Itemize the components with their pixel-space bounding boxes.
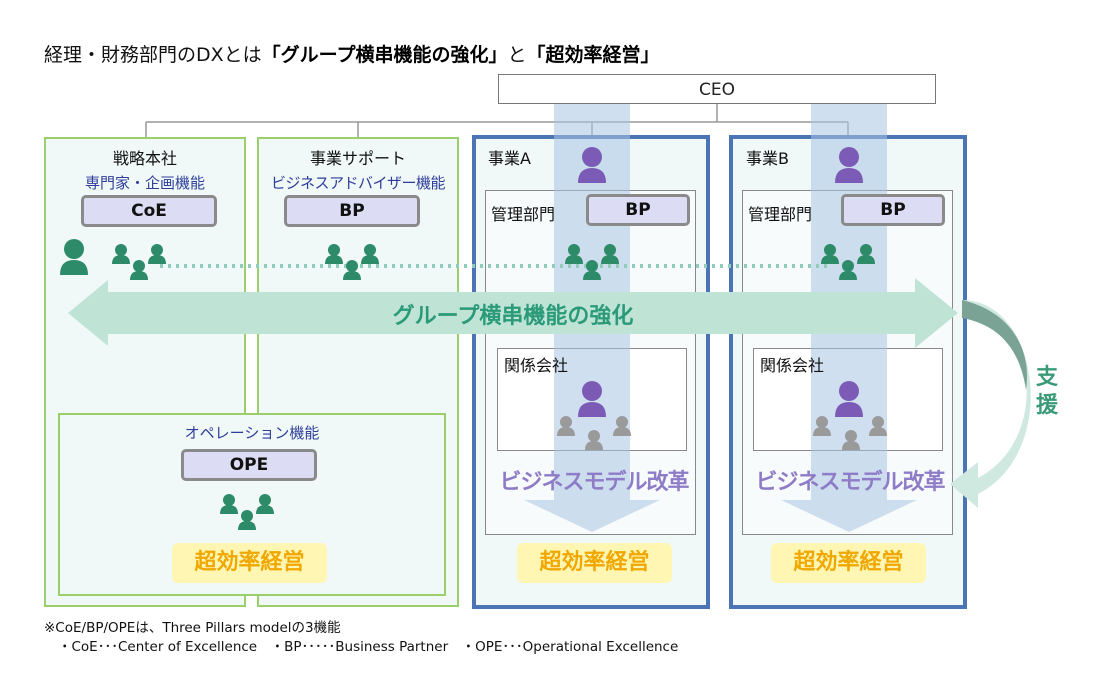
hq-label: 戦略本社 [112, 149, 177, 168]
biz-a-efficiency-label: 超効率経営 [517, 543, 672, 583]
person [130, 260, 148, 280]
group-arrow [68, 278, 958, 348]
support-sub-label: ビジネスアドバイザー機能 [270, 174, 446, 192]
ope-pill: OPE [181, 449, 317, 481]
biz-a-reform-label: ビジネスモデル改革 [499, 470, 689, 495]
person [256, 494, 274, 514]
biz-a-label: 事業A [488, 149, 531, 168]
diagram-title: 経理・財務部門のDXとは「グループ横串機能の強化」と「超効率経営」 [44, 40, 660, 67]
footnote-line-2: ・CoE･･･Center of Excellence ・BP･････Busi… [58, 639, 679, 655]
footnote-line-1: ※CoE/BP/OPEは、Three Pillars modelの3機能 [44, 620, 341, 636]
support-box [257, 137, 459, 607]
person [220, 494, 238, 514]
title-part1: 「グループ横串機能の強化」 [261, 44, 508, 66]
biz-b-mgmt-label: 管理部門 [748, 205, 813, 224]
biz-b-reform-label: ビジネスモデル改革 [755, 470, 945, 495]
biz-b-efficiency-label: 超効率経営 [771, 543, 926, 583]
biz-b-bp-pill: BP [841, 194, 945, 226]
biz-a-bp-pill: BP [586, 194, 690, 226]
group-arrow-label: グループ横串機能の強化 [392, 304, 634, 329]
biz-a-affiliate-label: 関係会社 [504, 356, 569, 375]
title-conj: と [507, 44, 527, 66]
person [361, 244, 379, 264]
hq-leader-person [60, 239, 88, 275]
person [148, 244, 166, 264]
support-label-vertical: 支援 [1035, 365, 1058, 418]
support-arrow [950, 300, 1031, 508]
support-arrow-dark [962, 300, 1028, 390]
support-label: 事業サポート [309, 149, 406, 168]
hq-sub-label: 専門家・企画機能 [84, 174, 205, 192]
ceo-box: CEO [498, 74, 936, 104]
title-part2: 「超効率経営」 [526, 44, 660, 66]
title-prefix: 経理・財務部門のDXとは [44, 44, 262, 66]
person [343, 260, 361, 280]
coe-pill: CoE [81, 195, 217, 227]
person [238, 510, 256, 530]
biz-a-mgmt-label: 管理部門 [491, 205, 556, 224]
support-bp-pill: BP [284, 195, 420, 227]
biz-b-affiliate-label: 関係会社 [760, 356, 825, 375]
biz-b-label: 事業B [746, 149, 789, 168]
ops-label: オペレーション機能 [184, 424, 320, 442]
person [325, 244, 343, 264]
ops-efficiency-label: 超効率経営 [172, 543, 327, 583]
hq-box [44, 137, 246, 607]
person [112, 244, 130, 264]
